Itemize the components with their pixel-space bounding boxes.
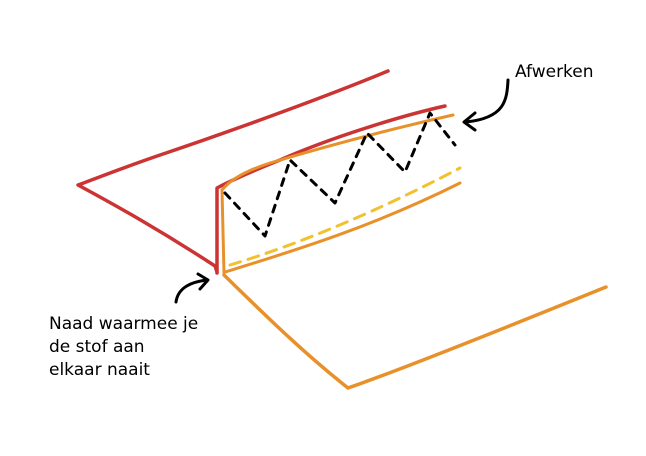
- bottom-fabric-fold-top: [220, 113, 455, 192]
- seam-label-line-3: elkaar naait: [49, 360, 150, 380]
- finish-arrowhead: [462, 111, 477, 132]
- seam-label-line-1: Naad waarmee je: [49, 314, 199, 334]
- seam-arrow: [174, 278, 209, 304]
- bottom-fabric-inner: [220, 188, 226, 275]
- seam-label-line-2: de stof aan: [49, 337, 145, 357]
- top-fabric-fold: [215, 104, 447, 275]
- bottom-fabric-fold-bottom: [223, 181, 462, 274]
- bottom-fabric-outline: [222, 273, 608, 390]
- seam-label: Naad waarmee je de stof aan elkaar naait: [49, 313, 198, 382]
- zigzag-finish-stitch: [223, 111, 457, 238]
- seam-stitch-line: [228, 166, 462, 267]
- seam-arrowhead: [196, 272, 210, 291]
- finish-arrow: [464, 78, 510, 124]
- top-fabric-outline: [76, 69, 390, 274]
- finish-label: Afwerken: [515, 62, 594, 82]
